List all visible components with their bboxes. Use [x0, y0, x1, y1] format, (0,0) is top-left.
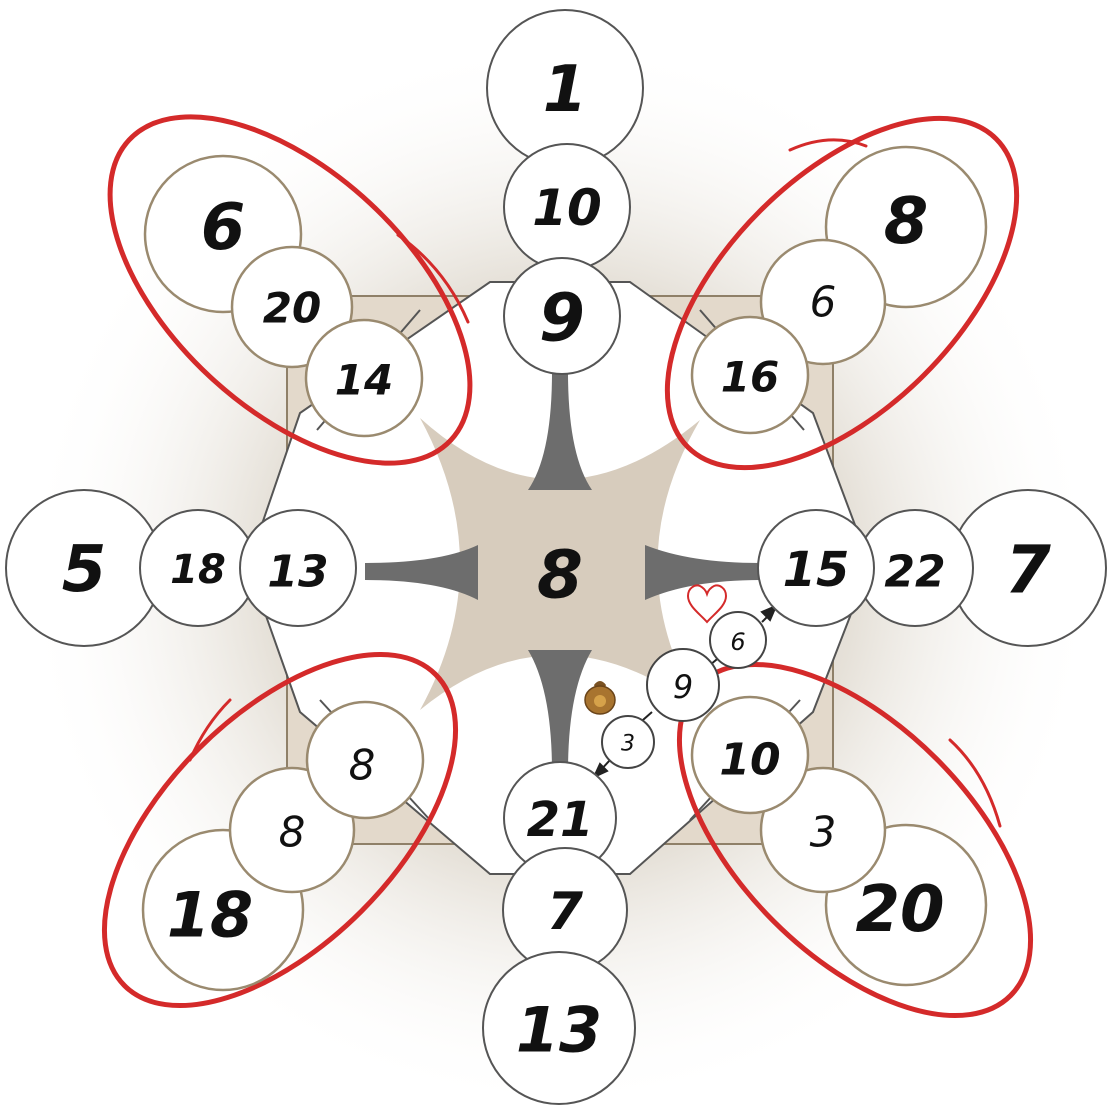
- chain-circles: [601, 611, 767, 769]
- heart-icon: [686, 584, 728, 624]
- bottom-left-outer-number: 18: [167, 879, 253, 952]
- top-right-middle-circle: [759, 238, 887, 366]
- center-number: 8: [537, 537, 583, 614]
- bottom-left-inner-circle: [305, 700, 425, 820]
- top-left-inner-circle: [304, 318, 424, 438]
- top-right-inner-circle: [690, 315, 810, 435]
- chain-connectors: [591, 604, 778, 780]
- left-middle-number: 18: [170, 547, 226, 593]
- top-right-middle-number: 6: [810, 278, 837, 327]
- top-left-inner-number: 14: [335, 356, 393, 405]
- top-right-inner-number: 16: [721, 353, 779, 402]
- center-star: [420, 418, 700, 710]
- top-middle-number: 10: [532, 179, 602, 237]
- money-bag-icon: [584, 681, 616, 715]
- bottom-inner-number: 21: [527, 792, 594, 848]
- bottom-right-inner-number: 10: [719, 735, 780, 786]
- top-left-middle-number: 20: [263, 284, 321, 333]
- left-inner-circle: [239, 509, 357, 627]
- left-inner-number: 13: [267, 547, 328, 598]
- right-inner-circle: [757, 509, 875, 627]
- gray-wedges: [365, 372, 760, 772]
- bottom-right-middle-number: 3: [810, 808, 837, 857]
- bottom-right-inner-circle: [690, 695, 810, 815]
- petal-circles: [141, 145, 988, 992]
- bottom-outer-circle: [482, 951, 636, 1105]
- bottom-left-middle-number: 8: [279, 808, 306, 857]
- chain-lower-number: 3: [621, 732, 635, 757]
- left-outer-number: 5: [62, 533, 107, 607]
- chain-middle-number: 9: [673, 668, 693, 706]
- chain-upper-circle: [709, 611, 767, 669]
- axis-circles: [5, 9, 1107, 1105]
- bottom-middle-number: 7: [547, 882, 584, 942]
- top-right-outer-number: 8: [884, 185, 929, 259]
- right-middle-number: 22: [884, 547, 945, 598]
- right-inner-number: 15: [783, 542, 850, 598]
- bottom-outer-number: 13: [516, 994, 602, 1067]
- bottom-right-outer-number: 20: [855, 873, 944, 947]
- chain-middle-circle: [646, 648, 720, 722]
- top-inner-circle: [503, 257, 621, 375]
- bottom-right-middle-circle: [759, 766, 887, 894]
- right-outer-number: 7: [1005, 532, 1051, 609]
- bottom-left-inner-number: 8: [349, 741, 376, 790]
- chain-lower-circle: [601, 715, 655, 769]
- chain-upper-number: 6: [730, 628, 745, 656]
- top-outer-number: 1: [543, 53, 588, 127]
- top-left-outer-number: 6: [201, 191, 246, 265]
- top-inner-number: 9: [539, 280, 585, 357]
